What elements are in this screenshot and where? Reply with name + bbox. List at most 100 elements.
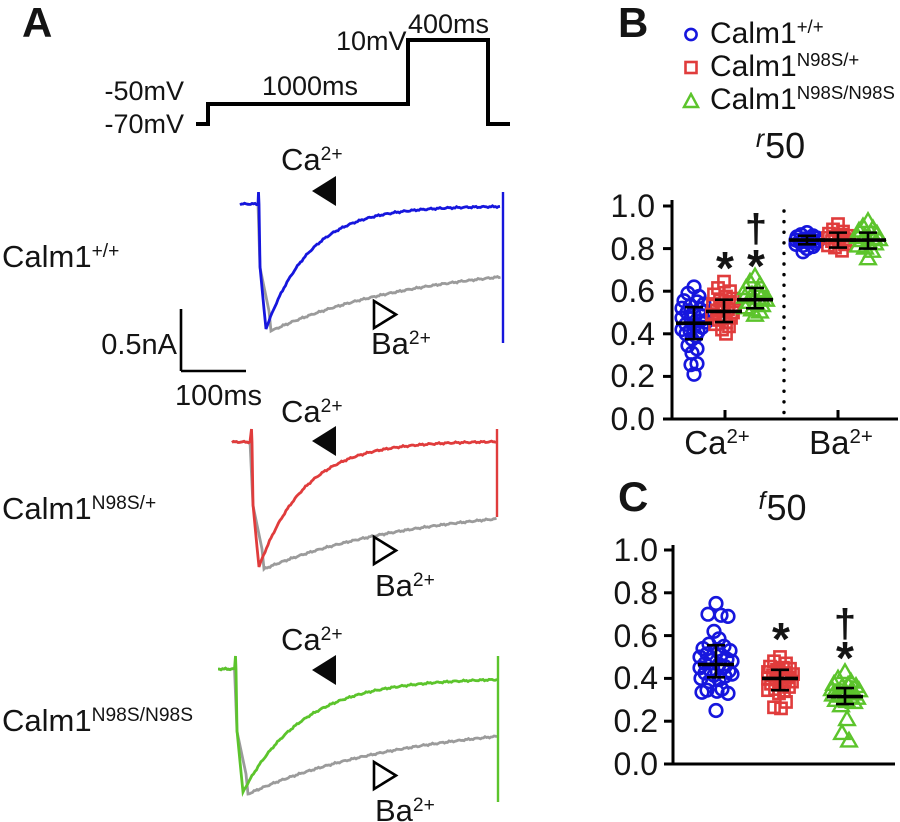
legend-label-superscript: +/+: [796, 16, 824, 38]
panel-b-axes: [663, 200, 898, 421]
panel-b-ytick-label: 0.0: [610, 401, 655, 437]
ca-trace-label: Ca2+: [281, 143, 343, 176]
scatter-point: [774, 701, 788, 716]
scatter-point: [700, 606, 716, 622]
current-traces: [218, 191, 505, 802]
legend-label: Calm1+/+: [710, 16, 824, 51]
legend-label-base: Calm1: [710, 83, 797, 116]
panel-c-title: f50: [735, 487, 830, 528]
genotype-superscript: N98S/N98S: [91, 705, 194, 727]
scatter-point: [708, 702, 724, 719]
legend-item-wildtype: Calm1+/+: [682, 16, 824, 52]
ba-arrowhead: [372, 534, 399, 567]
ba-arrowhead: [372, 759, 399, 792]
panel-b-axis-lines: [663, 200, 898, 421]
scatter-point: [720, 608, 736, 624]
genotype-base: Calm1: [2, 703, 92, 738]
scatter-point: [715, 322, 729, 337]
xlabel-superscript: 2+: [849, 425, 873, 449]
ca-arrowhead: [312, 655, 336, 685]
ion-base: Ca: [281, 142, 321, 177]
voltage-protocol-waveform: [196, 38, 510, 126]
scatter-point: [722, 319, 736, 334]
ca-trace: [239, 191, 501, 330]
protocol-test-voltage: 10mV: [336, 26, 407, 56]
panel-c-scatter: [692, 595, 869, 748]
ion-superscript: 2+: [320, 396, 343, 418]
scatter-point: [835, 243, 849, 258]
ba-trace-label: Ba2+: [371, 327, 431, 360]
scatter-point: [837, 709, 857, 727]
scatter-point: [713, 607, 729, 623]
genotype-superscript: N98S/+: [91, 493, 157, 515]
ca-arrowhead: [312, 426, 336, 456]
ba-trace: [239, 201, 501, 334]
ca-trace: [218, 655, 499, 797]
scatter-point: [839, 730, 859, 748]
scatter-point: [858, 248, 878, 266]
panel-b-xlabel-ba: Ba2+: [796, 425, 886, 461]
panel-b-ytick-label: 0.2: [610, 358, 655, 394]
scatter-point: [848, 226, 868, 245]
scalebar-current-label: 0.5nA: [101, 329, 177, 361]
scatter-point: [683, 357, 699, 373]
ion-superscript: 2+: [320, 624, 343, 646]
panel-c-title-superscript: f: [758, 487, 766, 515]
panel-c-ytick-label: 0.2: [613, 703, 658, 739]
scatter-point: [832, 722, 852, 741]
panel-b-dagger-hom: †: [744, 207, 768, 251]
xlabel-superscript: 2+: [726, 425, 750, 449]
genotype-base: Calm1: [2, 491, 92, 526]
ion-superscript: 2+: [408, 328, 431, 350]
legend-square-marker-icon: [684, 60, 698, 74]
ion-base: Ba: [371, 326, 409, 361]
protocol-prepulse-duration: 1000ms: [261, 71, 359, 101]
panel-b-ytick-label: 0.6: [610, 273, 655, 309]
ba-trace-label: Ba2+: [375, 794, 435, 822]
legend-label-base: Calm1: [710, 50, 797, 83]
legend-label-superscript: N98S/+: [796, 49, 860, 71]
genotype-superscript: +/+: [91, 241, 120, 263]
ca-arrowhead: [312, 176, 336, 206]
scatter-point: [844, 691, 864, 710]
protocol-prepulse-voltage: -50mV: [104, 76, 184, 106]
ion-superscript: 2+: [320, 144, 343, 166]
panel-b-title-superscript: r: [755, 125, 765, 153]
panel-c-ytick-label: 0.8: [613, 575, 658, 611]
xlabel-base: Ca: [684, 424, 727, 461]
xlabel-base: Ba: [809, 424, 850, 461]
ion-base: Ca: [281, 394, 321, 429]
ba-trace: [218, 666, 498, 796]
scatter-point: [720, 685, 736, 701]
ion-base: Ca: [281, 622, 321, 657]
legend-triangle-marker-icon: [682, 91, 700, 108]
ba-trace-label: Ba2+: [375, 569, 435, 602]
genotype-label-wildtype: Calm1+/+: [2, 240, 119, 273]
scatter-point: [752, 295, 772, 313]
scalebar-time-label: 100ms: [175, 380, 263, 412]
panel-b-letter: B: [618, 0, 650, 46]
panel-c-ytick-label: 0.4: [613, 660, 658, 696]
scatter-point: [767, 700, 781, 715]
legend-item-het: Calm1N98S/+: [682, 49, 859, 85]
panel-b-title-main: 50: [765, 125, 806, 166]
ca-trace-label: Ca2+: [281, 395, 343, 428]
ba-arrowhead: [372, 298, 399, 331]
panel-c-dagger-hom: †: [833, 602, 857, 646]
panel-b-scatter: [674, 210, 889, 382]
protocol-holding-voltage: -70mV: [104, 109, 184, 139]
legend-item-hom: Calm1N98S/N98S: [682, 82, 895, 118]
legend-label-superscript: N98S/N98S: [796, 82, 895, 104]
scatter-point: [694, 684, 710, 700]
scatter-point: [835, 661, 855, 680]
panel-b-title: r50: [733, 125, 828, 166]
panel-c-ytick-label: 1.0: [613, 532, 658, 568]
panel-b-asterisk-het: *: [716, 242, 734, 294]
panel-c-asterisk-het: *: [772, 613, 790, 665]
genotype-label-hom: Calm1N98S/N98S: [2, 704, 193, 737]
scatter-point: [719, 326, 733, 341]
panel-c-axes: [664, 545, 895, 766]
ba-trace: [231, 439, 497, 572]
